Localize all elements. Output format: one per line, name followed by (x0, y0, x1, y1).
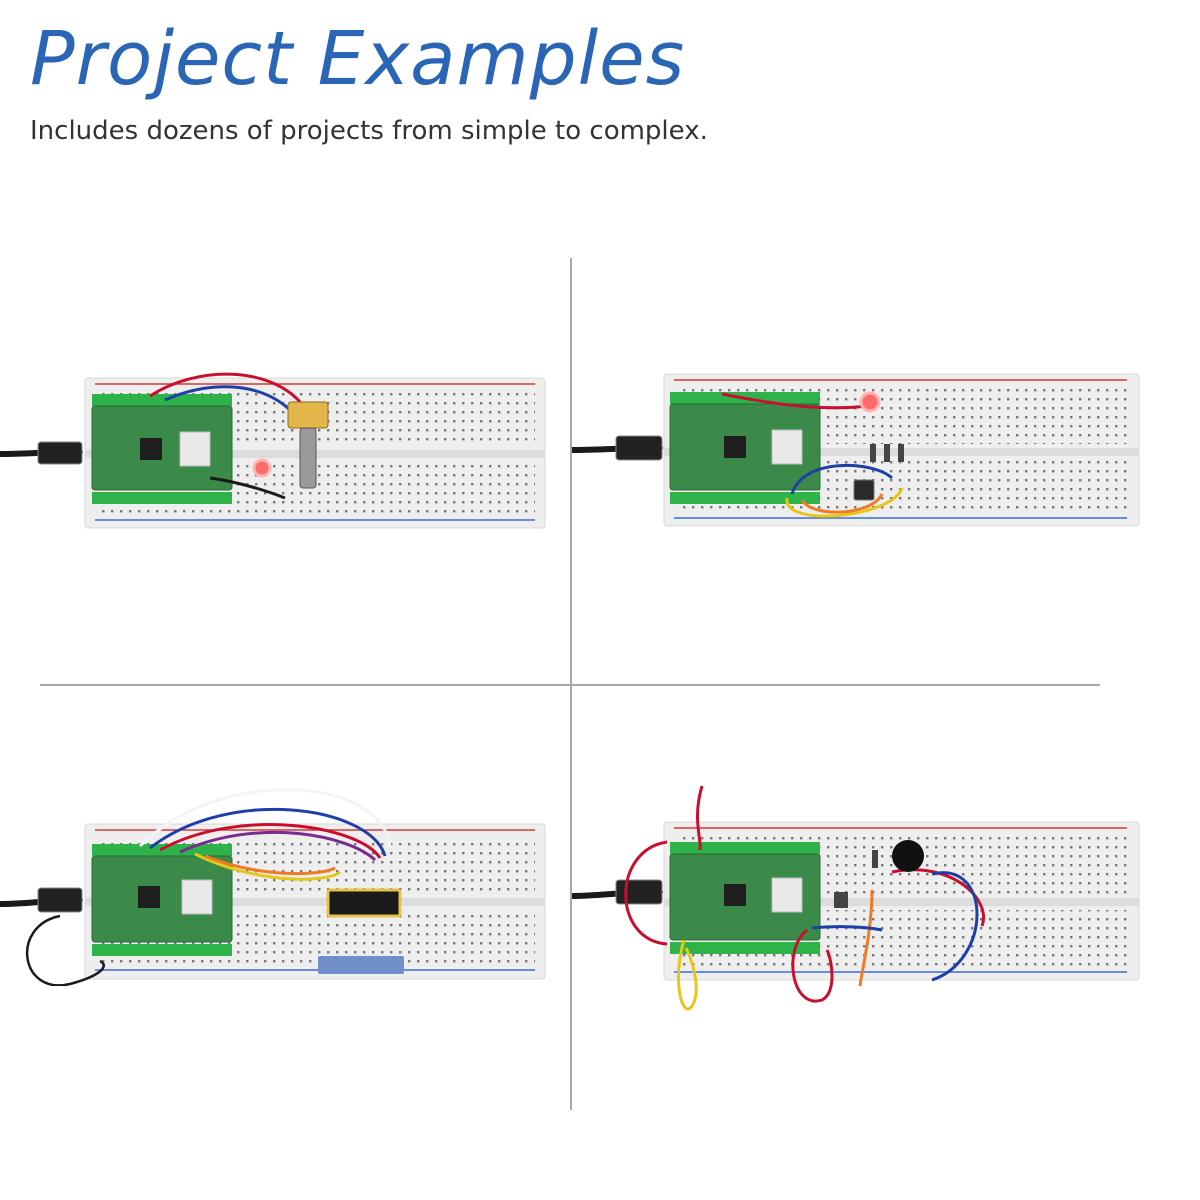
project-photo-rgb-led-button (572, 368, 1152, 533)
led-icon (859, 391, 881, 413)
wire-red (721, 392, 869, 410)
breadboard-center-gap (664, 898, 1139, 906)
mcu-chip-icon (138, 886, 160, 908)
wire-red (791, 928, 834, 1003)
transistor-icon (834, 892, 848, 908)
pin-header-bottom-icon (92, 944, 232, 956)
mcu-chip-icon (140, 438, 162, 460)
wire-blue (149, 807, 387, 857)
wire-yellow (785, 487, 904, 518)
breadboard-scene (0, 788, 546, 986)
button-icon (853, 479, 875, 501)
wifi-module-icon (771, 429, 803, 465)
horizontal-divider (40, 684, 1100, 686)
wire-red (695, 785, 704, 851)
wire-red (149, 372, 302, 403)
wire-blue (931, 871, 979, 982)
wire-blue (164, 385, 292, 412)
wire-blue (811, 925, 883, 932)
usb-plug-icon (615, 879, 663, 905)
breadboard-scene (572, 373, 1140, 527)
usb-plug-icon (615, 435, 663, 461)
wire-orange (858, 889, 874, 987)
project-photo-potentiometer-led (0, 372, 560, 537)
buzzer-icon (892, 840, 924, 872)
breadboard-scene (0, 372, 546, 529)
wire-yellow (194, 852, 342, 881)
resistor-icon (872, 850, 878, 868)
wire-red (624, 840, 668, 946)
wire-orange (800, 493, 884, 514)
mcu-chip-icon (724, 436, 746, 458)
page-subtitle: Includes dozens of projects from simple … (30, 116, 708, 146)
wire-red (159, 823, 382, 859)
wire-black (209, 476, 286, 500)
usb-plug-icon (37, 441, 83, 465)
wire-blue (790, 463, 894, 495)
resistor-icon (870, 444, 876, 462)
pico-board-icon (91, 855, 233, 943)
page-title: Project Examples (30, 16, 686, 102)
usb-plug-icon (37, 887, 83, 913)
breadboard-center-gap (85, 898, 545, 906)
pin-header-top-icon (670, 842, 820, 854)
cable-loop-black (25, 914, 105, 986)
resistor-icon (884, 444, 890, 462)
potentiometer-knob-icon (299, 427, 317, 489)
wire-yellow (677, 939, 698, 1011)
pin-header-bottom-icon (670, 492, 820, 504)
wire-orange (204, 854, 336, 876)
resistor-array-icon (318, 956, 404, 974)
wifi-module-icon (771, 877, 803, 913)
led-icon (252, 458, 272, 478)
pin-header-bottom-icon (670, 942, 820, 954)
wire-white (138, 788, 392, 848)
pin-header-top-icon (92, 394, 232, 406)
wifi-module-icon (179, 431, 211, 467)
resistor-icon (898, 444, 904, 462)
wire-purple (179, 830, 377, 862)
breadboard-scene (572, 785, 1140, 1011)
led-bar-graph-icon (326, 888, 402, 918)
project-photo-buzzer-circuit (572, 780, 1152, 1020)
mcu-chip-icon (724, 884, 746, 906)
wifi-module-icon (181, 879, 213, 915)
project-photo-led-bar-graph (0, 786, 560, 986)
pin-header-bottom-icon (92, 492, 232, 504)
potentiometer-icon (287, 401, 329, 429)
